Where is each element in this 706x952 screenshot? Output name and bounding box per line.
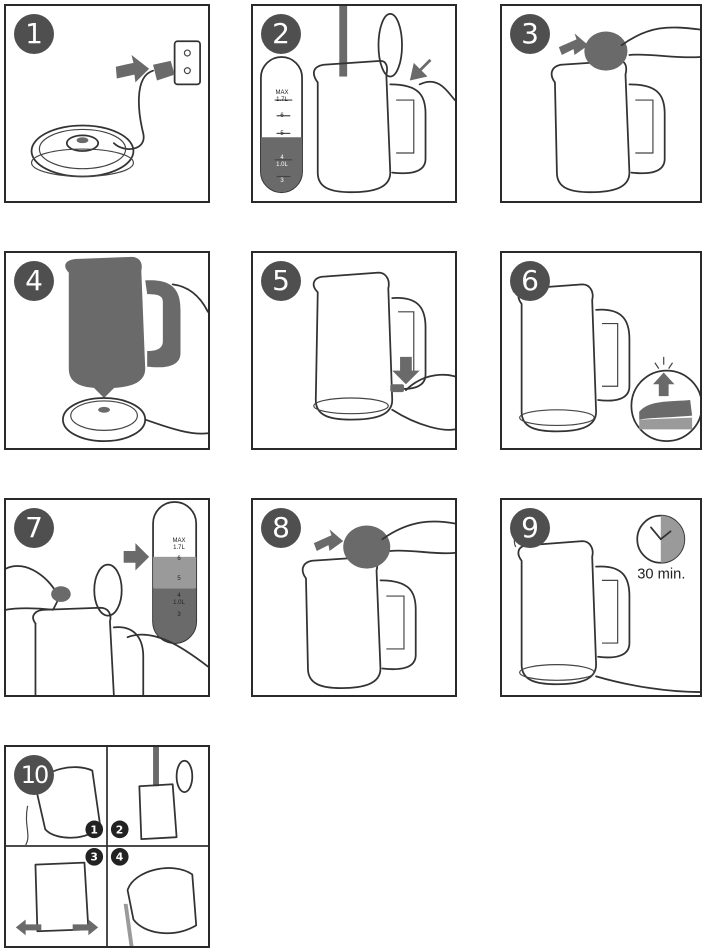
substep-number: 4: [116, 851, 124, 864]
gauge-mark: 1.0L: [173, 600, 185, 606]
gauge-mark: 1.0L: [276, 162, 288, 168]
step-9-panel: 9 30 min.: [500, 498, 702, 697]
place-on-base-illustration: [62, 256, 208, 443]
step-number-badge: 9: [510, 508, 550, 548]
step-3-panel: 3: [500, 4, 702, 203]
step-1-panel: 1: [4, 4, 210, 203]
gauge-mark: 4: [280, 155, 284, 161]
gauge-mark: 5: [280, 131, 284, 137]
step-number-badge: 4: [14, 261, 54, 301]
step-5-panel: 5: [251, 251, 457, 450]
gauge-mark: 4: [177, 593, 181, 599]
gauge-mark: 3: [280, 178, 284, 184]
step-10-panel: 10 1 2 3 4: [4, 745, 210, 948]
timer-icon: [636, 514, 686, 564]
arrow-icon: [72, 919, 99, 936]
step-4-panel: 4: [4, 251, 210, 450]
step-7-panel: 7 MAX 1.7L 6 5 4 1.0L 3: [4, 498, 210, 697]
gauge-max-label: MAX: [172, 538, 186, 544]
gauge-mark: 3: [177, 612, 181, 618]
arrow-icon: [392, 356, 420, 385]
arrow-icon: [123, 543, 150, 571]
step-8-panel: 8: [251, 498, 457, 697]
arrow-icon: [558, 33, 589, 55]
step-2-panel: 2 MAX 1.7L 6 5 4 1.0L 3: [251, 4, 457, 203]
close-lid-illustration: [301, 520, 455, 690]
step-number-badge: 1: [14, 14, 54, 54]
gauge-max-label: MAX: [275, 90, 289, 96]
rinse-kettle-illustration: 1 2 3 4: [6, 747, 208, 946]
step-number-badge: 8: [261, 508, 301, 548]
step-number-badge: 10: [14, 755, 54, 795]
gauge-max-volume: 1.7L: [276, 97, 288, 103]
step-number-badge: 7: [14, 508, 54, 548]
fill-kettle-illustration: [260, 6, 455, 194]
descale-vinegar-illustration: [6, 501, 208, 695]
substep-number: 1: [90, 823, 98, 836]
arrow-icon: [652, 372, 675, 397]
water-level-gauge: MAX 1.7L 6 5 4 1.0L 3: [261, 90, 303, 185]
step-6-panel: 6: [500, 251, 702, 450]
gauge-max-volume: 1.7L: [173, 545, 185, 551]
step-number-badge: 5: [261, 261, 301, 301]
arrow-icon: [90, 368, 118, 399]
timer-label: 30 min.: [637, 566, 685, 582]
step-number-badge: 2: [261, 14, 301, 54]
gauge-mark: 6: [177, 556, 181, 562]
water-level-gauge: MAX 1.7L 6 5 4 1.0L 3: [158, 538, 200, 619]
substep-number: 2: [116, 823, 124, 836]
arrow-icon: [409, 58, 432, 81]
gauge-mark: 6: [280, 113, 284, 119]
switch-on-illustration: [312, 271, 455, 431]
plug-in-base-illustration: [30, 40, 201, 178]
arrow-icon: [115, 54, 150, 83]
gauge-mark: 5: [177, 576, 181, 582]
arrow-icon: [15, 919, 42, 936]
step-number-badge: 3: [510, 14, 550, 54]
arrow-icon: [313, 529, 344, 551]
substep-number: 3: [90, 851, 98, 864]
step-number-badge: 6: [510, 261, 550, 301]
close-lid-illustration: [550, 26, 700, 194]
